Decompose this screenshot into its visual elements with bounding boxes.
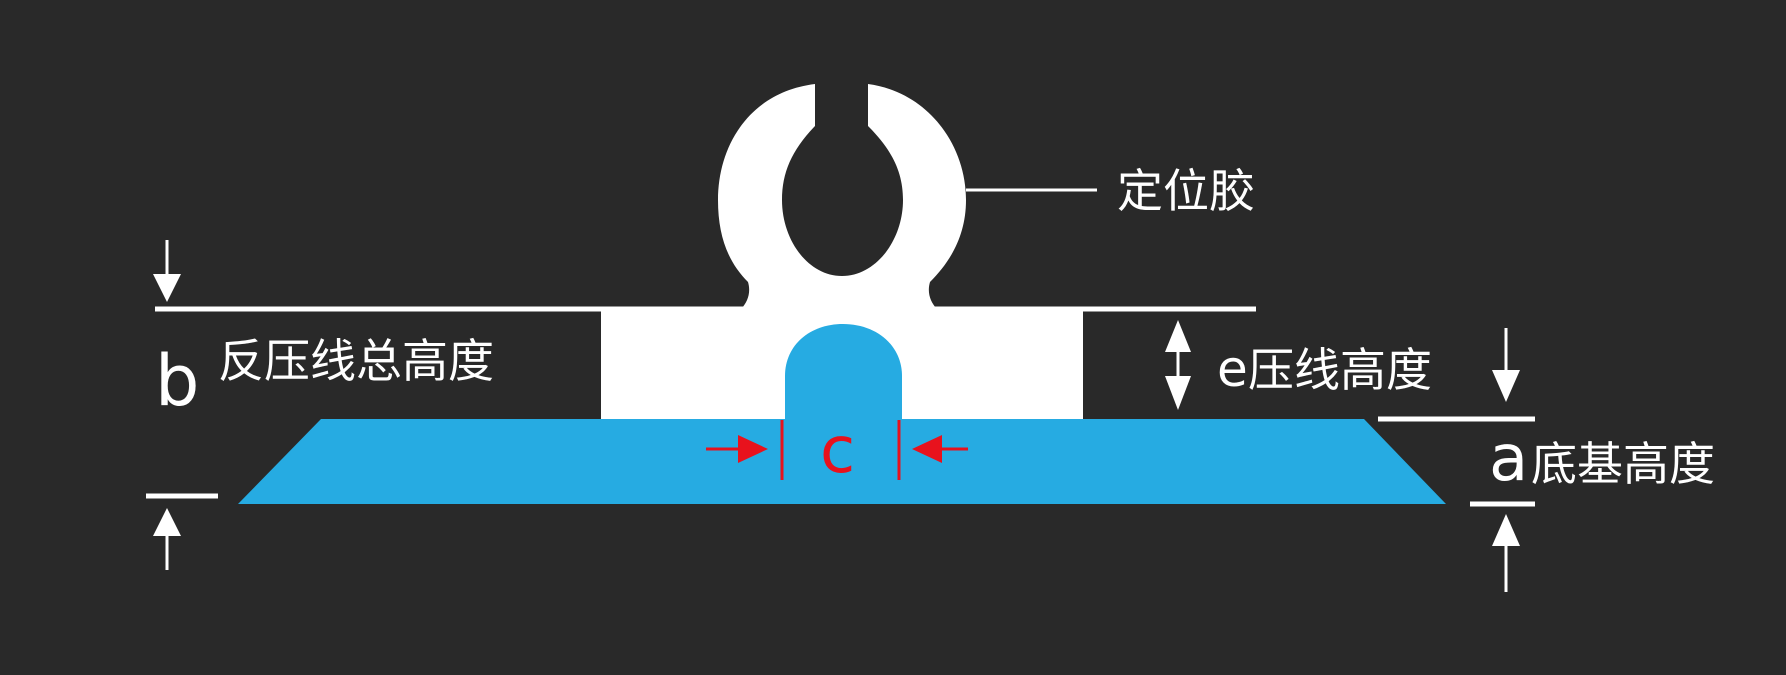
- c-letter: c: [820, 414, 855, 488]
- c-dimension: [706, 420, 968, 480]
- arrow-left-icon: [912, 435, 942, 463]
- b-letter: b: [155, 340, 199, 422]
- arrow-up-icon: [1492, 514, 1520, 546]
- press-line-bump: [785, 324, 902, 420]
- b-bottom-arrow: [146, 493, 218, 570]
- arrow-up-icon: [153, 508, 181, 536]
- a-bottom-arrow: [1470, 501, 1535, 592]
- a-letter: a: [1489, 422, 1528, 496]
- b-description: 反压线总高度: [218, 334, 494, 388]
- a-description: 底基高度: [1531, 437, 1715, 491]
- positioning-glue-label: 定位胶: [1117, 164, 1255, 218]
- a-top-arrow: [1378, 328, 1535, 422]
- arrow-right-icon: [738, 435, 768, 463]
- arrow-down-icon: [1492, 370, 1520, 402]
- positioning-glue-shape: [601, 84, 1083, 419]
- profile-body: [601, 84, 1083, 419]
- arrow-down-icon: [153, 274, 181, 302]
- e-double-arrow: [1165, 320, 1191, 410]
- base-trapezoid: [238, 419, 1446, 504]
- e-description: 压线高度: [1248, 343, 1432, 397]
- e-letter: e: [1217, 340, 1248, 398]
- double-arrow-icon: [1165, 320, 1191, 352]
- b-top-arrow: [153, 240, 181, 302]
